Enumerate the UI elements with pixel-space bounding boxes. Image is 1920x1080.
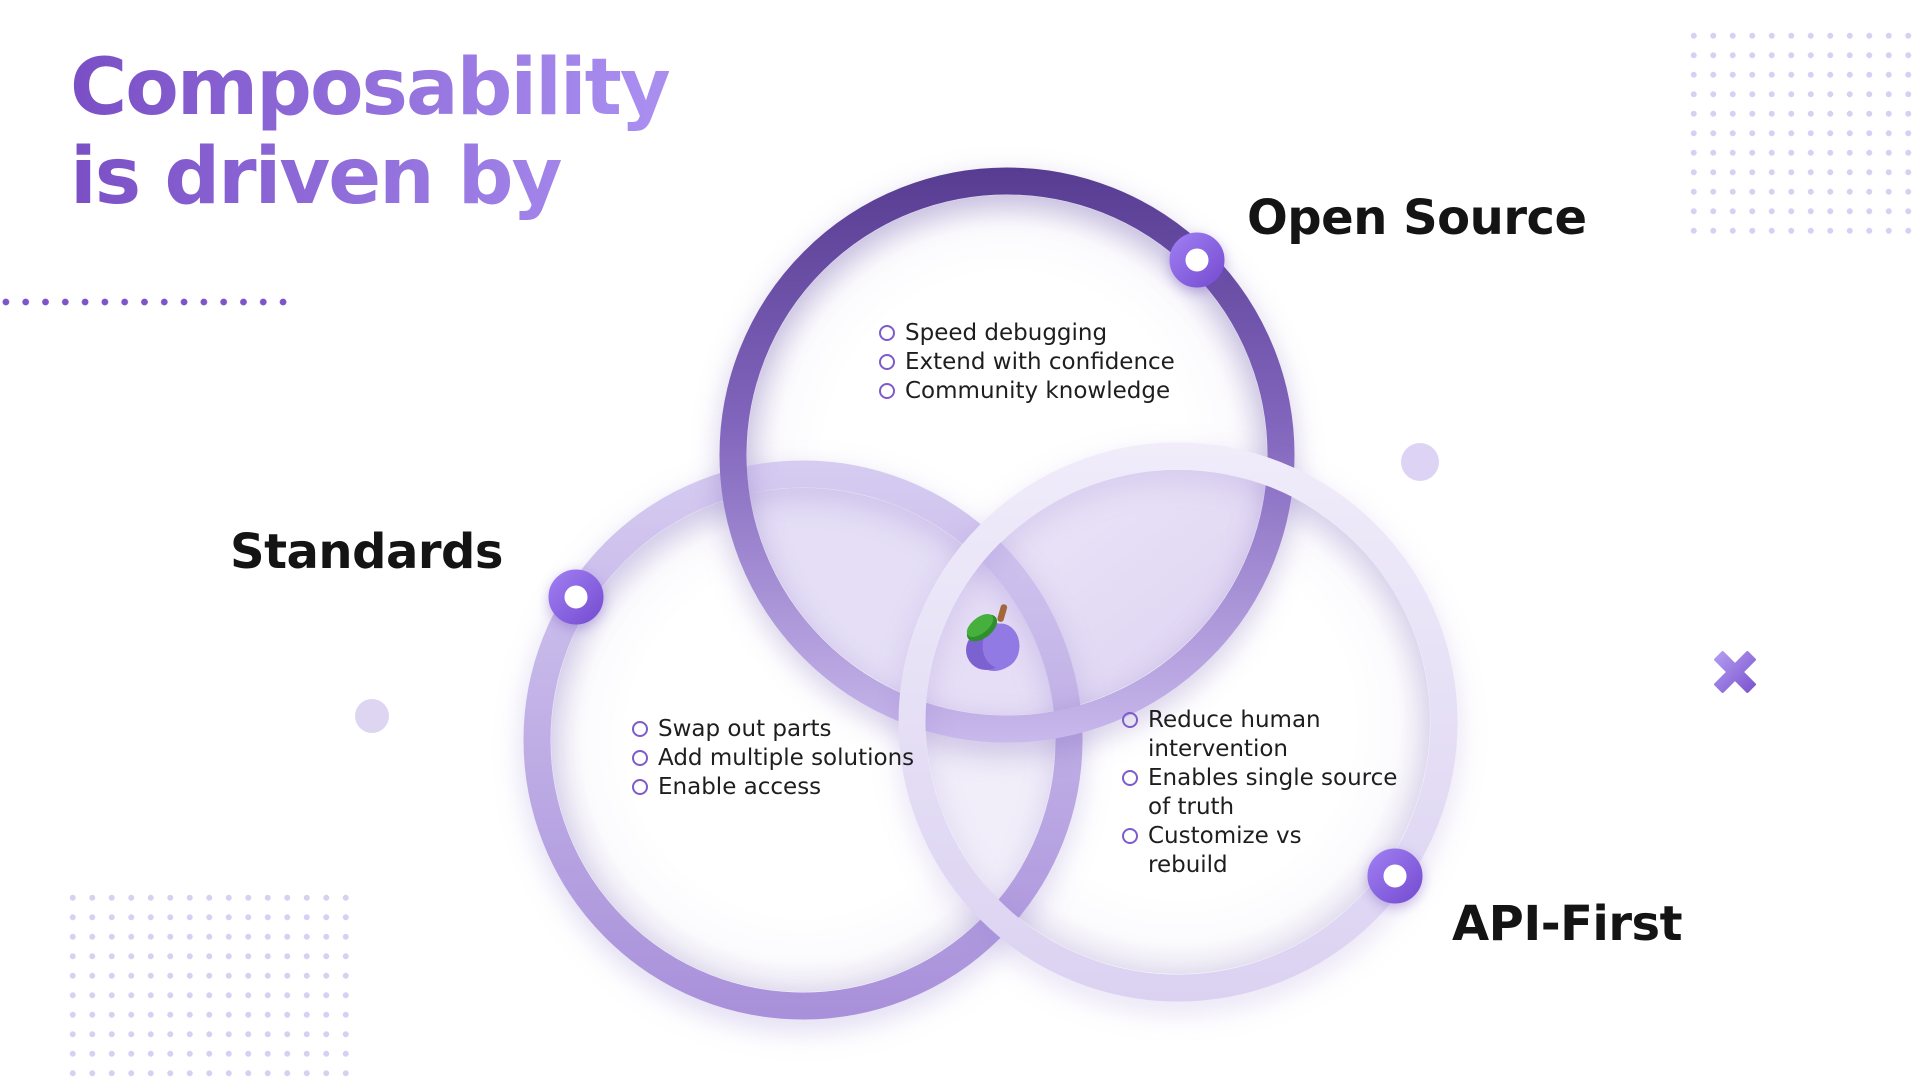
cross-icon xyxy=(1714,651,1756,693)
api-first-ring xyxy=(898,442,1458,1002)
list-item-text: Swap out parts xyxy=(658,716,832,742)
list-item: Enable access xyxy=(632,773,914,802)
open-source-label: Open Source xyxy=(1247,190,1587,246)
list-item-text: Add multiple solutions xyxy=(658,745,915,771)
api-first-node-icon xyxy=(1367,848,1423,904)
circle-bullet-icon xyxy=(632,779,648,795)
list-item: Add multiple solutions xyxy=(632,744,914,773)
list-item: Swap out parts xyxy=(632,715,914,744)
circle-bullet-icon xyxy=(632,721,648,737)
standards-node-icon xyxy=(548,569,604,625)
list-item: Enables single source of truth xyxy=(1122,764,1397,822)
circle-bullet-icon xyxy=(632,750,648,766)
open-source-ring xyxy=(719,167,1295,743)
title-dotted-line xyxy=(0,295,292,309)
decor-circle-left xyxy=(355,699,389,733)
page-title: Composability is driven by xyxy=(70,43,671,222)
api-first-label: API-First xyxy=(1452,896,1683,952)
list-item-text: Customize vs rebuild xyxy=(1148,823,1302,878)
lens-open-api xyxy=(926,470,1267,715)
standards-label: Standards xyxy=(230,524,503,580)
api-first-list: Reduce human intervention Enables single… xyxy=(1122,706,1397,880)
list-item: Speed debugging xyxy=(879,319,1175,348)
list-item-text: Speed debugging xyxy=(905,320,1108,346)
plum-icon xyxy=(966,604,1020,671)
standards-ring xyxy=(523,460,1083,1020)
list-item-text: Reduce human intervention xyxy=(1148,707,1321,762)
list-item-text: Community knowledge xyxy=(905,378,1171,404)
standards-list: Swap out parts Add multiple solutions En… xyxy=(632,715,914,802)
list-item: Customize vs rebuild xyxy=(1122,822,1397,880)
circle-bullet-icon xyxy=(1122,712,1138,728)
list-item: Reduce human intervention xyxy=(1122,706,1397,764)
circle-bullet-icon xyxy=(879,325,895,341)
list-item: Extend with confidence xyxy=(879,348,1175,377)
circle-bullet-icon xyxy=(879,354,895,370)
circle-bullet-icon xyxy=(1122,828,1138,844)
open-source-list: Speed debugging Extend with confidence C… xyxy=(879,319,1175,406)
list-item: Community knowledge xyxy=(879,377,1175,406)
list-item-text: Extend with confidence xyxy=(905,349,1175,375)
list-item-text: Enables single source of truth xyxy=(1148,765,1398,820)
list-item-text: Enable access xyxy=(658,774,822,800)
dot-grid-bottom-left xyxy=(63,888,358,1080)
open-source-node-icon xyxy=(1169,232,1225,288)
circle-bullet-icon xyxy=(1122,770,1138,786)
circle-bullet-icon xyxy=(879,383,895,399)
decor-circle-right xyxy=(1401,443,1439,481)
dot-grid-top-right xyxy=(1684,26,1920,241)
